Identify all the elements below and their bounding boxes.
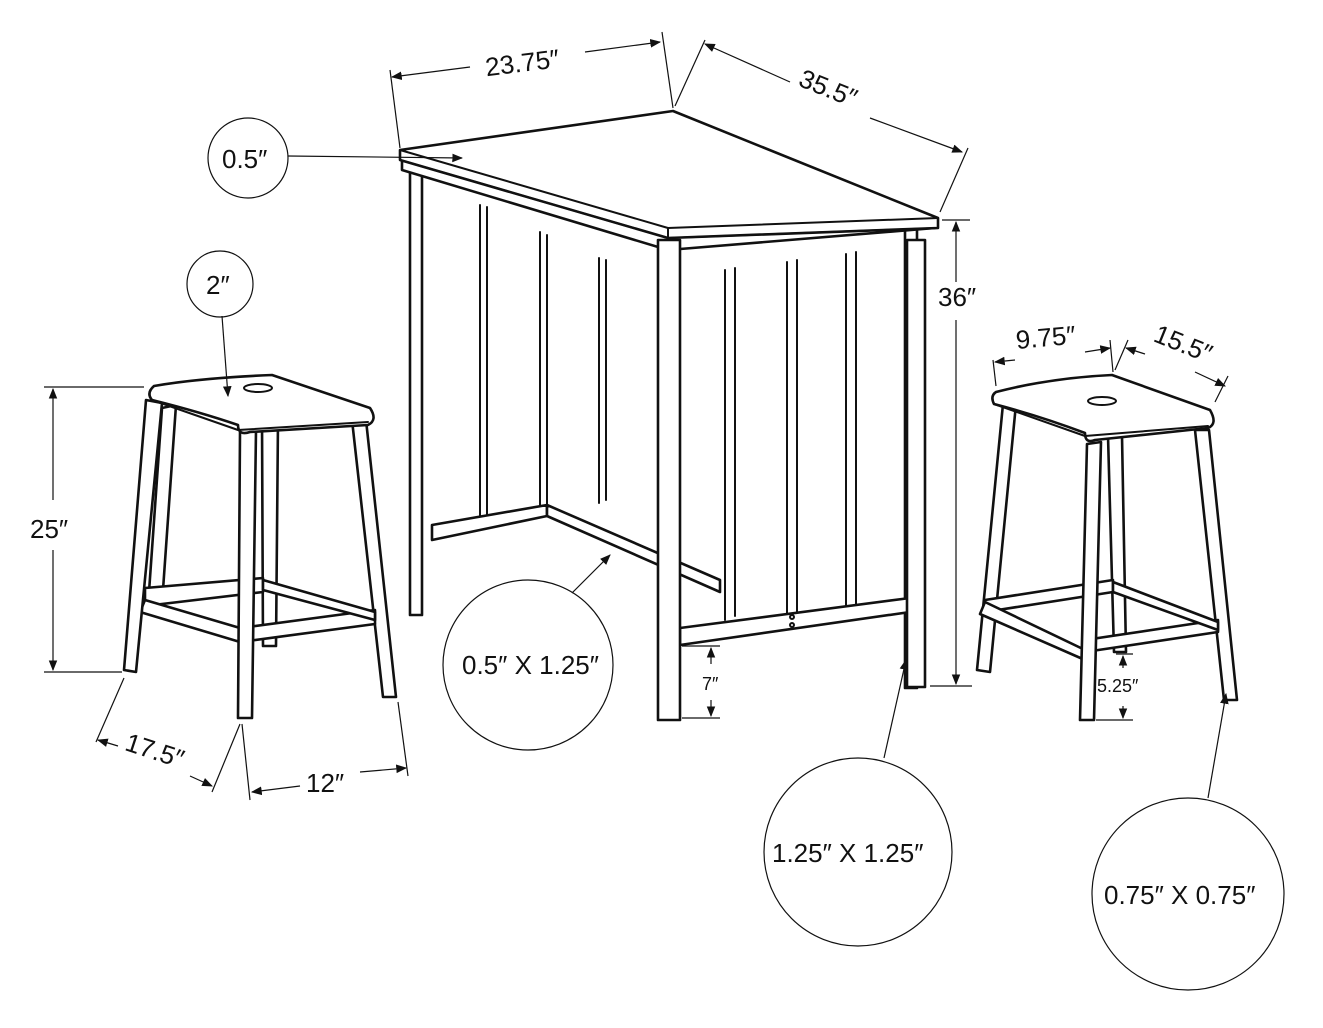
stool-left-handle-hole bbox=[243, 383, 273, 393]
footrest-height-label: 5.25″ bbox=[1097, 676, 1139, 696]
table-drawing bbox=[398, 109, 940, 722]
stool-right-seat bbox=[991, 373, 1215, 443]
stool-height-label: 25″ bbox=[30, 514, 68, 544]
seat-width-label: 9.75″ bbox=[1015, 320, 1077, 355]
table-dimensions: 23.75″ 35.5″ 36″ 7″ 0.5″ 0.5″ X 1.25″ 1.… bbox=[207, 31, 976, 947]
stool-left-drawing bbox=[122, 373, 398, 720]
stool-leg-size-callout bbox=[1091, 797, 1285, 991]
stool-width-label: 12″ bbox=[306, 768, 344, 798]
table-height-label: 36″ bbox=[938, 282, 976, 312]
table-clearance-label: 7″ bbox=[702, 674, 719, 694]
stool-right-drawing bbox=[975, 373, 1239, 722]
stool-leg-size-label: 0.75″ X 0.75″ bbox=[1104, 880, 1255, 910]
top-thickness-callout bbox=[207, 117, 289, 199]
table-leg-size-callout bbox=[763, 757, 953, 947]
seat-thickness-callout bbox=[186, 250, 254, 318]
stool-left-dimensions: 2″ 25″ 17.5″ 12″ bbox=[30, 250, 409, 801]
stretcher-size-callout bbox=[442, 579, 614, 751]
table-width-label: 23.75″ bbox=[484, 43, 561, 82]
stool-depth-label: 17.5″ bbox=[122, 727, 188, 774]
seat-thickness-label: 2″ bbox=[206, 270, 230, 300]
table-leg-right bbox=[905, 238, 927, 689]
table-side-bars-right bbox=[724, 251, 857, 621]
table-stretcher-center bbox=[545, 503, 722, 594]
table-side-bars-left bbox=[479, 204, 607, 526]
stool-right-handle-hole bbox=[1087, 396, 1117, 406]
table-stretcher-left bbox=[430, 503, 549, 542]
table-leg-back-left bbox=[408, 163, 424, 617]
table-stretcher-front bbox=[678, 596, 912, 647]
seat-depth-label: 15.5″ bbox=[1150, 319, 1217, 369]
stretcher-size-label: 0.5″ X 1.25″ bbox=[462, 650, 599, 680]
table-depth-label: 35.5″ bbox=[795, 63, 862, 113]
top-thickness-label: 0.5″ bbox=[222, 144, 267, 174]
table-leg-front bbox=[656, 238, 682, 722]
table-leg-size-label: 1.25″ X 1.25″ bbox=[772, 838, 923, 868]
